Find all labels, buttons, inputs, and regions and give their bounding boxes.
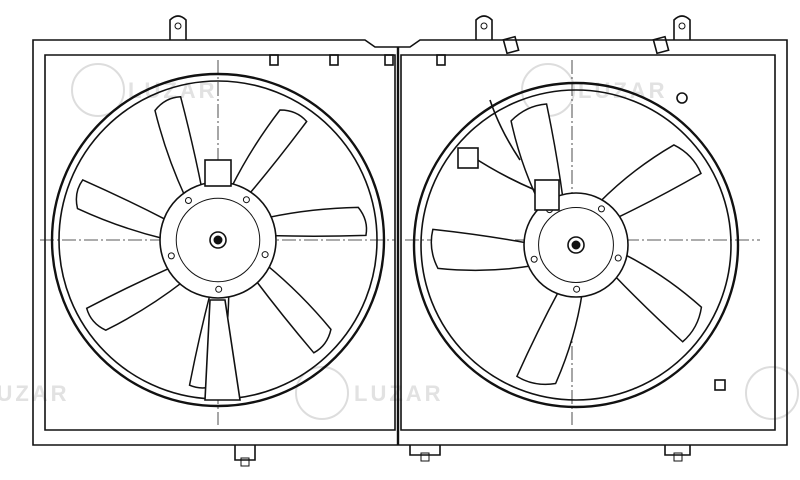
- wire-harness-upper: [489, 99, 521, 161]
- fan-blade: [612, 252, 703, 343]
- fan-blade: [75, 179, 169, 240]
- fan-blade: [430, 228, 534, 272]
- watermark-bottom-left: LUZAR: [0, 381, 70, 406]
- svg-text:LUZAR: LUZAR: [0, 381, 70, 406]
- mount-hole: [261, 251, 269, 259]
- fan-ring-inner: [420, 89, 732, 401]
- motor-connector: [534, 179, 560, 211]
- left-fan: [50, 72, 386, 408]
- mount-hole: [614, 254, 622, 262]
- mount-hole: [167, 252, 175, 260]
- mount-hole: [530, 255, 538, 263]
- shroud-frame: [32, 15, 788, 467]
- fan-blade: [85, 266, 185, 332]
- motor-bracket: [204, 299, 241, 401]
- mount-hole: [242, 196, 250, 204]
- motor-connector: [204, 159, 232, 187]
- shaft-nut: [571, 240, 581, 250]
- harness-plug: [457, 147, 479, 169]
- fan-blade: [515, 289, 584, 386]
- shaft-nut: [213, 235, 223, 245]
- mount-hole: [573, 285, 581, 293]
- mount-hole: [597, 205, 605, 213]
- motor-housing: [538, 207, 614, 283]
- mount-hole: [215, 285, 223, 293]
- fan-ring-outer: [412, 81, 740, 409]
- fan-blade: [597, 144, 702, 220]
- fan-blade: [254, 263, 332, 354]
- watermark-bottom-right: [745, 366, 799, 420]
- mount-hole: [184, 197, 192, 205]
- fan-blade: [154, 96, 203, 199]
- fan-ring-outer: [50, 72, 386, 408]
- centerlines: [40, 60, 760, 425]
- fan-blade: [230, 109, 308, 197]
- right-fan: [412, 81, 740, 409]
- fan-blade: [266, 206, 368, 237]
- motor-housing: [175, 197, 261, 283]
- watermark-bottom-center: LUZAR: [295, 366, 441, 420]
